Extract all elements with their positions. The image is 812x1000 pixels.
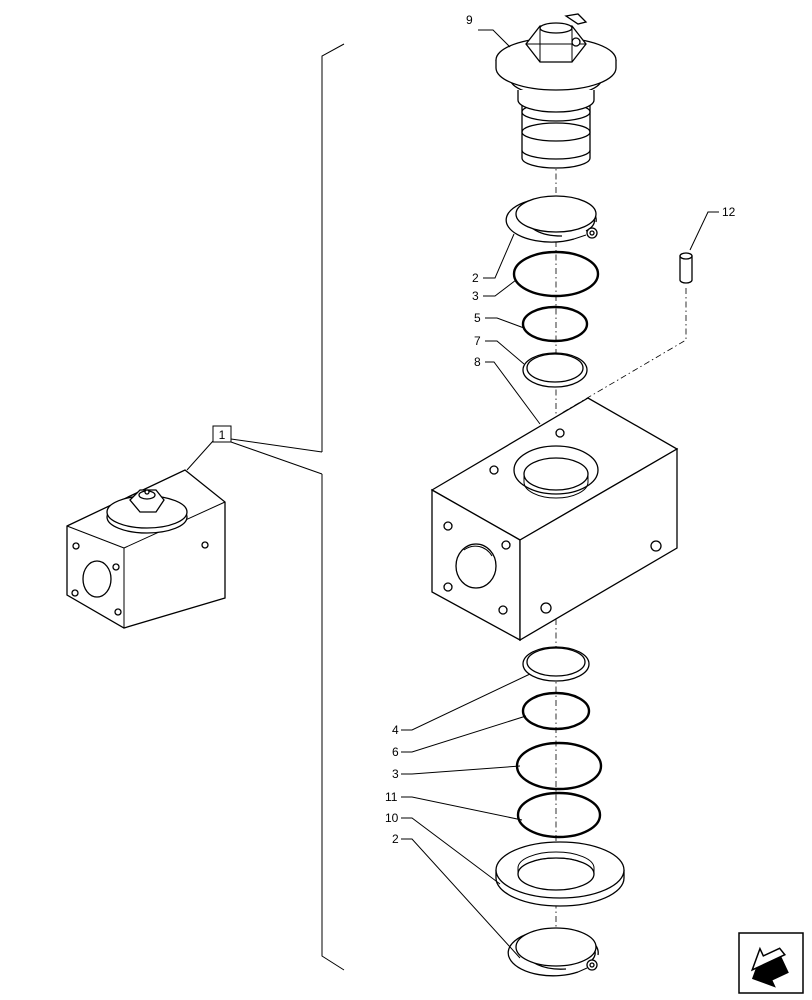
next-page-arrow-icon[interactable]: [738, 932, 804, 994]
part-2-lower-snap-ring: [507, 927, 599, 977]
part-12-pin: [559, 252, 693, 415]
callout-label-10: 10: [385, 811, 399, 825]
callout-12: 12: [689, 205, 736, 251]
part-10-washer: [495, 841, 625, 907]
callouts-lower-left: 4 6 3 11 10 2: [385, 673, 531, 959]
callout-label-9: 9: [466, 13, 473, 27]
part-5-o-ring: [521, 305, 589, 343]
part-9-valve-plug: [495, 13, 617, 169]
part-3-lower-o-ring: [515, 741, 603, 791]
part-4-backup-ring: [522, 646, 590, 682]
callout-label-1: 1: [219, 428, 226, 442]
part-6-o-ring: [521, 691, 591, 731]
callout-label-12: 12: [722, 205, 736, 219]
callout-label-4: 4: [392, 723, 399, 737]
callout-label-2-lower: 2: [392, 832, 399, 846]
part-11-o-ring: [516, 791, 602, 839]
callout-label-8: 8: [474, 355, 481, 369]
part-2-upper-snap-ring: [505, 195, 598, 243]
assembly-bracket: [321, 43, 345, 971]
callouts-upper-left: 2 3 5 7 8: [472, 233, 541, 425]
part-7-backup-ring: [522, 352, 588, 388]
callout-label-6: 6: [392, 745, 399, 759]
callout-label-3-lower: 3: [392, 767, 399, 781]
callout-label-5: 5: [474, 311, 481, 325]
callout-label-2-upper: 2: [472, 271, 479, 285]
part-8-valve-body: [430, 397, 679, 642]
part-3-upper-o-ring: [512, 250, 600, 298]
callout-label-3-upper: 3: [472, 289, 479, 303]
callout-1: 1: [186, 425, 323, 475]
callout-label-7: 7: [474, 334, 481, 348]
arrow-icon-graphic: [738, 932, 804, 994]
callout-9: 9: [466, 13, 511, 48]
callout-label-11: 11: [385, 790, 398, 804]
assembly-overview: [66, 469, 226, 629]
